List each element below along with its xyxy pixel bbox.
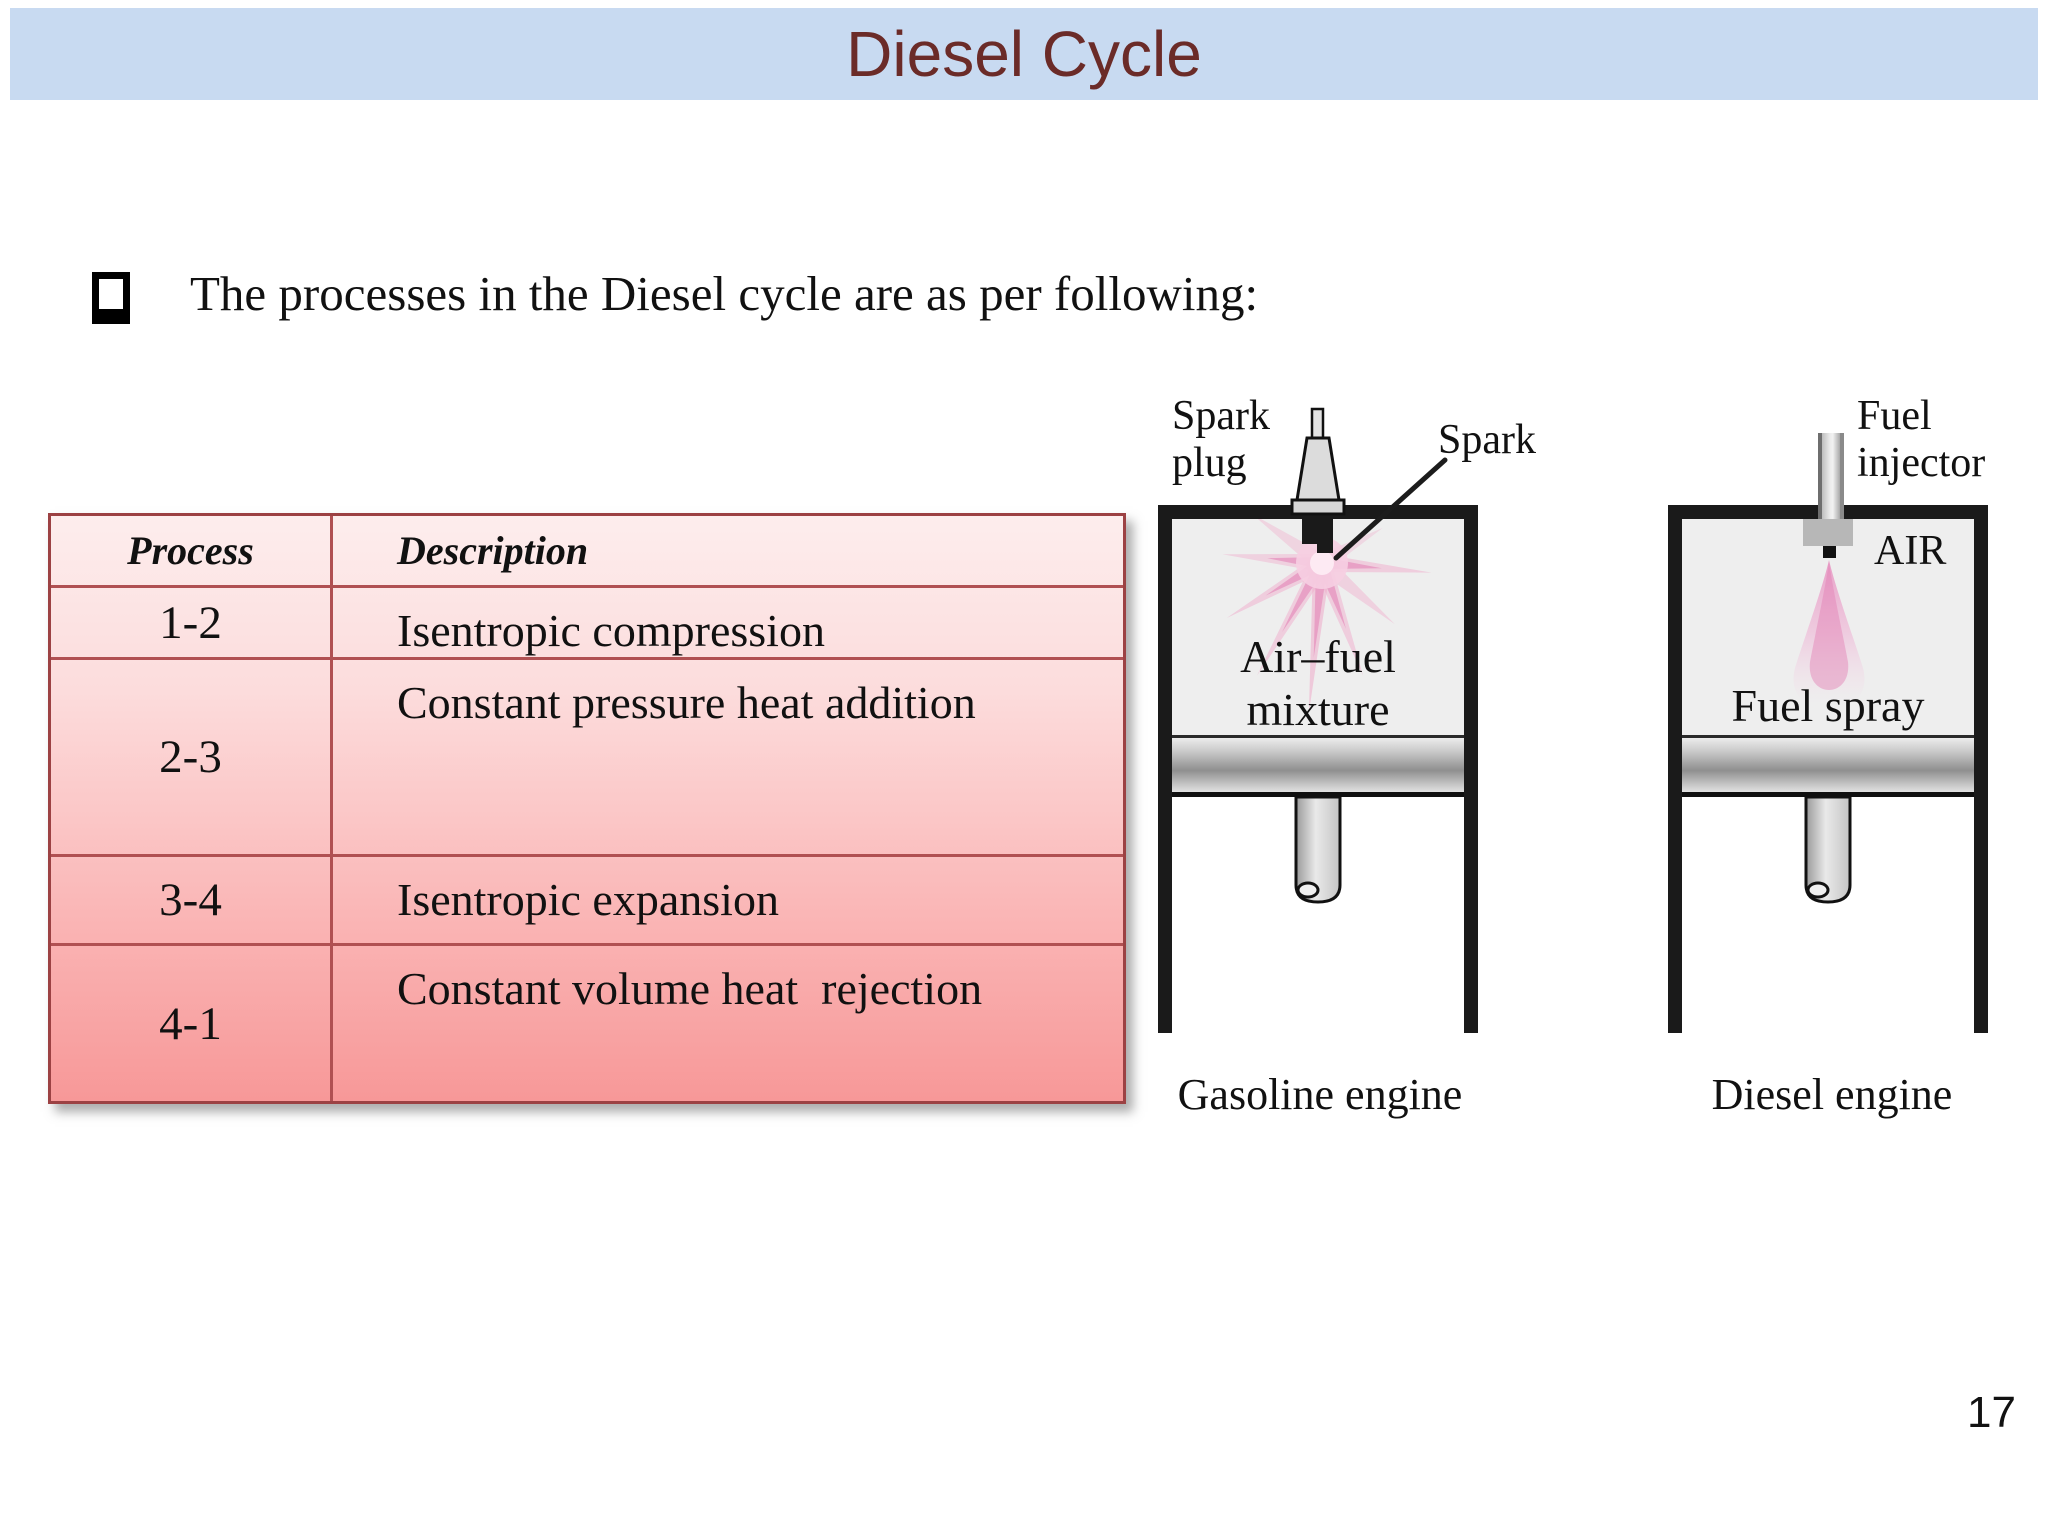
table-header-process: Process bbox=[127, 528, 254, 573]
fuel-injector-label-line1: Fuel bbox=[1857, 393, 1932, 439]
air-fuel-mixture-label: Air–fuel mixture bbox=[1172, 630, 1464, 736]
gasoline-piston bbox=[1172, 735, 1464, 797]
gasoline-cylinder-right-wall bbox=[1464, 505, 1478, 1033]
spark-plug-electrode-tip bbox=[1317, 544, 1333, 553]
spark-plug-label-line2: plug bbox=[1172, 440, 1247, 486]
diesel-engine-caption: Diesel engine bbox=[1711, 1070, 1953, 1119]
table-cell-process-2: 2-3 bbox=[51, 657, 330, 854]
spark-plug-label-line1: Spark bbox=[1172, 393, 1270, 439]
air-fuel-label-line2: mixture bbox=[1246, 684, 1390, 735]
fuel-spray-label: Fuel spray bbox=[1731, 680, 1925, 731]
spark-plug-icon bbox=[1290, 407, 1346, 516]
spark-plug-electrode bbox=[1302, 519, 1333, 544]
bullet-text: The processes in the Diesel cycle are as… bbox=[190, 266, 1259, 321]
fuel-injector-nozzle bbox=[1823, 546, 1836, 558]
spark-burst-icon bbox=[1222, 514, 1432, 713]
table-cell-description-2: Constant pressure heat addition bbox=[330, 657, 1123, 854]
fuel-injector-tube bbox=[1818, 433, 1844, 519]
diesel-engine-diagram: Fuel injector AIR Fuel spray Diesel engi… bbox=[1660, 385, 2048, 1145]
diesel-cylinder-right-wall bbox=[1974, 505, 1988, 1033]
fuel-injector-label-line2: injector bbox=[1857, 440, 1986, 486]
spark-label: Spark bbox=[1438, 417, 1536, 463]
fuel-spray-icon bbox=[1793, 560, 1865, 705]
gasoline-piston-rod bbox=[1294, 797, 1342, 904]
air-fuel-label-line1: Air–fuel bbox=[1240, 631, 1396, 682]
diesel-piston bbox=[1682, 735, 1974, 797]
page-number: 17 bbox=[1967, 1388, 2016, 1437]
spark-plug-label: Spark plug bbox=[1172, 393, 1270, 487]
fuel-injector-body bbox=[1803, 519, 1853, 546]
diesel-cylinder-left-wall bbox=[1668, 505, 1682, 1033]
fuel-injector-label: Fuel injector bbox=[1857, 393, 1985, 487]
table-cell-description-3: Isentropic expansion bbox=[330, 854, 1123, 943]
process-table: Process Description 1-2 Isentropic compr… bbox=[48, 513, 1126, 1104]
bullet-line: The processes in the Diesel cycle are as… bbox=[92, 258, 1258, 330]
page-title: Diesel Cycle bbox=[846, 18, 1202, 90]
gasoline-cylinder-left-wall bbox=[1158, 505, 1172, 1033]
square-bullet-icon bbox=[92, 272, 130, 324]
table-cell-process-1: 1-2 bbox=[51, 585, 330, 657]
spark-pointer-line bbox=[1333, 457, 1448, 561]
table-cell-description-1: Isentropic compression bbox=[330, 585, 1123, 657]
title-bar: Diesel Cycle bbox=[10, 8, 2038, 100]
air-label: AIR bbox=[1874, 528, 1947, 574]
gasoline-engine-diagram: Spark plug Spark Air–fuel mixture Gasoli… bbox=[1150, 385, 1550, 1145]
table-cell-description-4: Constant volume heat rejection bbox=[330, 943, 1123, 1101]
table-cell-process-4: 4-1 bbox=[51, 943, 330, 1101]
diesel-piston-rod bbox=[1804, 797, 1852, 904]
gasoline-engine-caption: Gasoline engine bbox=[1177, 1070, 1463, 1119]
table-header-description: Description bbox=[330, 516, 1123, 585]
table-cell-process-3: 3-4 bbox=[51, 854, 330, 943]
